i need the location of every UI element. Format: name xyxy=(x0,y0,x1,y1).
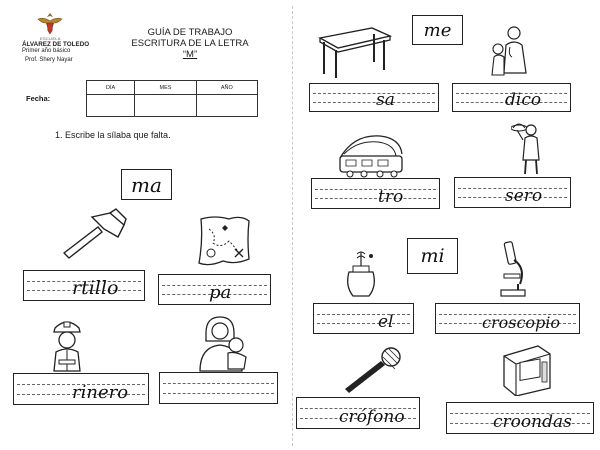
date-col-day: DÍA xyxy=(85,80,136,95)
date-col-year: AÑO xyxy=(195,80,259,95)
page-divider xyxy=(292,6,293,446)
train-icon xyxy=(339,135,403,178)
miner-icon xyxy=(53,321,81,372)
word-fragment: dico xyxy=(505,90,542,110)
word-fragment: croscopio xyxy=(482,313,561,332)
date-day-field[interactable] xyxy=(85,94,136,117)
syllable-box-ma: ma xyxy=(121,169,172,200)
syllable-box-mi: mi xyxy=(407,238,458,274)
word-fragment: tro xyxy=(378,187,404,207)
word-fragment: sa xyxy=(376,90,395,110)
doctor-icon xyxy=(491,26,527,76)
word-fragment: pa xyxy=(209,282,232,303)
grade-label: Primer año básico xyxy=(22,48,71,54)
word-fragment: crófono xyxy=(339,407,405,427)
date-col-month: MES xyxy=(134,80,197,95)
word-fragment: rtillo xyxy=(72,277,119,299)
word-fragment: rinero xyxy=(72,382,129,403)
writing-box-martillo[interactable]: rtillo xyxy=(23,270,145,301)
teacher-name: Prof. Shery Nayar xyxy=(25,57,73,63)
word-fragment: croondas xyxy=(493,412,572,432)
title-line-1: GUÍA DE TRABAJO xyxy=(147,27,233,38)
microphone-icon xyxy=(345,347,401,393)
writing-box-medico[interactable]: dico xyxy=(452,83,571,112)
writing-box-microfono[interactable]: crófono xyxy=(296,397,420,429)
instruction-text: 1. Escribe la sílaba que falta. xyxy=(55,130,171,140)
school-crest-icon xyxy=(37,13,63,35)
writing-box-microscopio[interactable]: croscopio xyxy=(435,303,580,334)
hammer-icon xyxy=(62,208,127,259)
title-line-3: “M” xyxy=(182,49,198,60)
writing-box-miel[interactable]: el xyxy=(313,303,414,334)
word-fragment: el xyxy=(378,312,394,332)
date-year-field[interactable] xyxy=(195,94,259,117)
page-title: GUÍA DE TRABAJO ESCRITURA DE LA LETRA “M… xyxy=(120,27,260,60)
table-icon xyxy=(317,27,393,78)
writing-box-mesa[interactable]: sa xyxy=(309,83,439,112)
word-fragment: sero xyxy=(505,186,543,206)
waiter-icon xyxy=(511,123,540,175)
honey-jar-icon xyxy=(347,251,375,297)
writing-box-microondas[interactable]: croondas xyxy=(446,402,594,434)
microscope-icon xyxy=(500,241,526,297)
writing-box-mesero[interactable]: sero xyxy=(454,177,571,208)
writing-box-minero[interactable]: rinero xyxy=(13,373,149,405)
writing-box-mapa[interactable]: pa xyxy=(158,274,271,305)
school-label: ESCUELA xyxy=(40,36,61,41)
school-name: ÁLVAREZ DE TOLEDO xyxy=(22,41,90,48)
writing-box-mama[interactable] xyxy=(159,372,278,404)
date-table: DÍA MES AÑO xyxy=(85,80,259,117)
writing-box-metro[interactable]: tro xyxy=(311,178,440,209)
date-month-field[interactable] xyxy=(134,94,197,117)
treasure-map-icon xyxy=(198,216,250,266)
syllable-box-me: me xyxy=(412,15,463,45)
microwave-icon xyxy=(503,345,551,396)
title-line-2: ESCRITURA DE LA LETRA xyxy=(131,38,249,49)
date-label: Fecha: xyxy=(26,94,51,103)
mother-child-icon xyxy=(199,316,247,372)
